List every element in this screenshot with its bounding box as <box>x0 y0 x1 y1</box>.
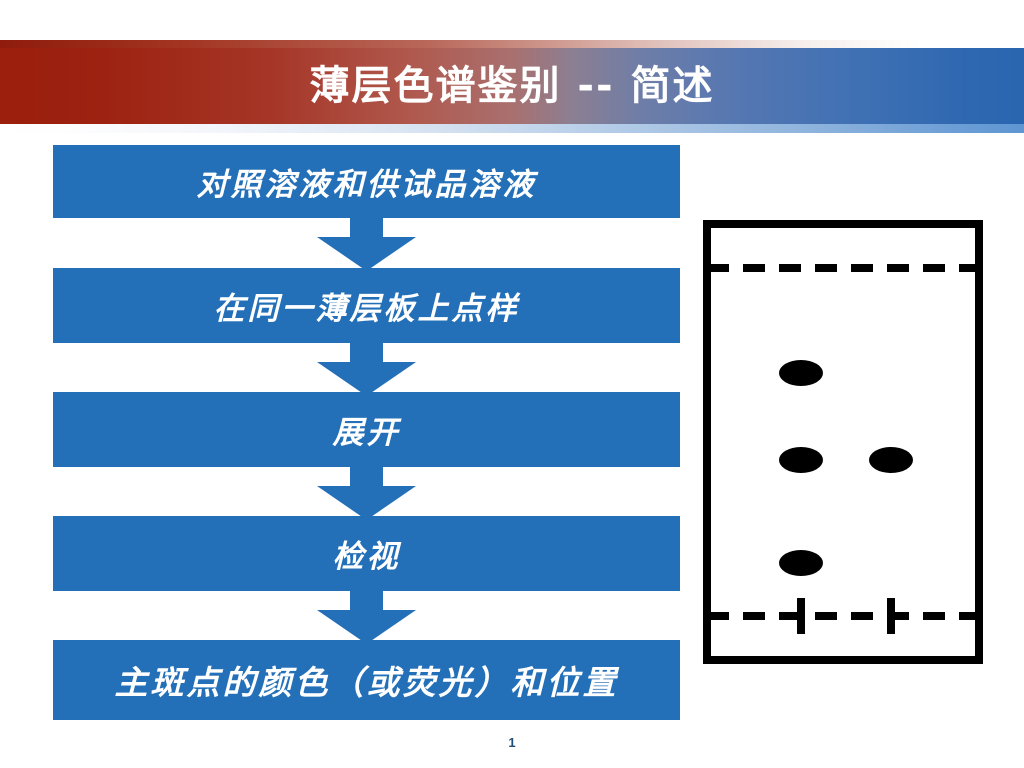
down-arrow-3-icon <box>317 464 416 520</box>
flow-step-2[interactable]: 在同一薄层板上点样 <box>53 268 680 343</box>
tlc-spot-lane1-low <box>779 550 823 576</box>
tlc-spot-lane1-high <box>779 360 823 386</box>
flowchart: 对照溶液和供试品溶液 在同一薄层板上点样 展开 检视 主斑点的颜色（或荧光）和位… <box>53 145 680 720</box>
down-arrow-2-icon <box>317 340 416 396</box>
page-title: 薄层色谱鉴别 -- 简述 <box>309 63 715 109</box>
down-arrow-1-icon <box>317 215 416 271</box>
title-banner-bottom-strip <box>0 124 1024 133</box>
tlc-plate-border <box>703 220 983 664</box>
tlc-spot-lane1-mid <box>779 447 823 473</box>
flow-step-3[interactable]: 展开 <box>53 392 680 467</box>
flow-step-4[interactable]: 检视 <box>53 516 680 591</box>
tlc-plate-diagram <box>703 220 983 664</box>
title-banner-gradient <box>0 48 1024 124</box>
flow-step-1[interactable]: 对照溶液和供试品溶液 <box>53 145 680 218</box>
flow-step-5[interactable]: 主斑点的颜色（或荧光）和位置 <box>53 640 680 720</box>
page-number: 1 <box>508 735 516 750</box>
down-arrow-4-icon <box>317 588 416 644</box>
tlc-spot-lane2-mid <box>869 447 913 473</box>
title-banner: 薄层色谱鉴别 -- 简述 <box>0 40 1024 134</box>
title-banner-top-strip <box>0 40 1024 48</box>
